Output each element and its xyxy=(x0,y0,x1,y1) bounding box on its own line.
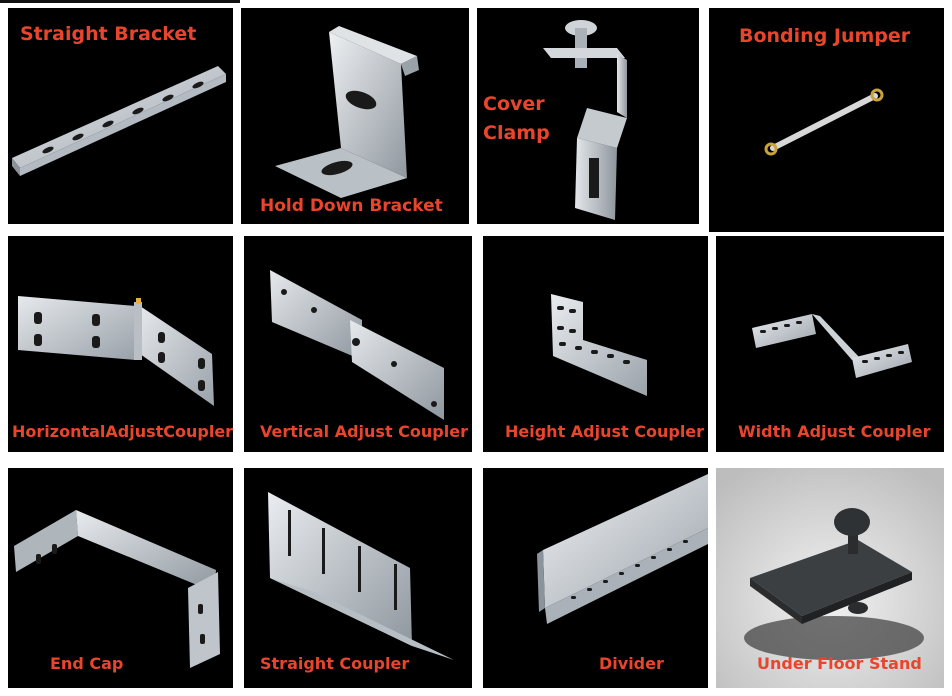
horizontal-adjust-coupler-image xyxy=(18,296,214,406)
hold-down-bracket-image xyxy=(275,26,419,198)
tile-label: End Cap xyxy=(50,654,124,673)
product-tile-divider[interactable]: Divider xyxy=(483,468,708,688)
product-tile-horizontal-adjust-coupler[interactable]: HorizontalAdjustCoupler xyxy=(8,236,233,452)
tile-label: Under Floor Stand xyxy=(757,654,922,673)
tile-label: Divider xyxy=(599,654,664,673)
tile-label: Hold Down Bracket xyxy=(260,196,443,216)
tile-label: Bonding Jumper xyxy=(739,25,911,47)
tile-label: Width Adjust Coupler xyxy=(738,422,931,441)
tile-label-line1: Cover xyxy=(483,93,545,115)
product-tile-height-adjust-coupler[interactable]: Height Adjust Coupler xyxy=(483,236,708,452)
tile-label: Straight Coupler xyxy=(260,654,410,673)
product-tile-cover-clamp[interactable]: Cover Clamp xyxy=(477,8,699,224)
product-tile-end-cap[interactable]: End Cap xyxy=(8,468,233,688)
vertical-adjust-coupler-image xyxy=(270,270,444,420)
straight-coupler-image xyxy=(268,492,454,660)
product-tile-width-adjust-coupler[interactable]: Width Adjust Coupler xyxy=(716,236,944,452)
top-divider-line xyxy=(0,0,240,3)
product-tile-hold-down-bracket[interactable]: Hold Down Bracket xyxy=(241,8,469,224)
tile-label: HorizontalAdjustCoupler xyxy=(12,422,233,441)
tile-label-line2: Clamp xyxy=(483,122,550,144)
tile-label: Straight Bracket xyxy=(20,23,197,45)
product-tile-straight-coupler[interactable]: Straight Coupler xyxy=(244,468,472,688)
tile-label: Height Adjust Coupler xyxy=(505,422,705,441)
product-tile-bonding-jumper[interactable]: Bonding Jumper xyxy=(709,8,944,232)
product-tile-under-floor-stand[interactable]: Under Floor Stand xyxy=(716,468,944,688)
product-tile-vertical-adjust-coupler[interactable]: Vertical Adjust Coupler xyxy=(244,236,472,452)
end-cap-image xyxy=(14,510,220,668)
product-tile-straight-bracket[interactable]: Straight Bracket xyxy=(8,8,233,224)
bonding-jumper-image xyxy=(764,88,884,156)
straight-bracket-image xyxy=(12,66,226,176)
width-adjust-coupler-image xyxy=(752,314,912,378)
divider-image xyxy=(537,474,708,624)
tile-label: Vertical Adjust Coupler xyxy=(260,422,468,441)
cover-clamp-image xyxy=(543,20,627,220)
under-floor-stand-image xyxy=(716,468,944,688)
height-adjust-coupler-image xyxy=(551,294,647,396)
